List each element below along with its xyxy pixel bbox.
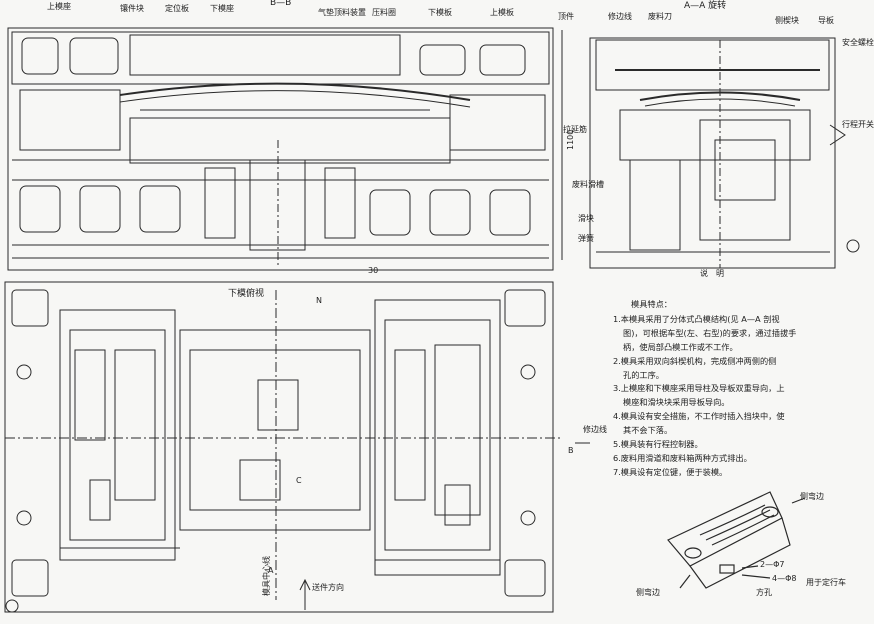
lower-die-plan-view: [4, 281, 590, 613]
label-hole-2: 4—Φ8: [772, 574, 797, 583]
label-upper-block: 镶件块: [120, 4, 144, 13]
label-center-line: 模具中心线: [262, 556, 271, 596]
label-arrow-b: B: [568, 446, 574, 455]
label-travel-switch: 行程开关: [842, 120, 874, 129]
label-spring: 弹簧: [578, 234, 594, 243]
label-lower-die: 下模板: [428, 8, 452, 17]
note-line: 6.废料用滑道和废料箱两种方式排出。: [613, 452, 752, 463]
note-line: 3.上模座和下模座采用导柱及导板双重导向，上: [613, 383, 785, 394]
label-feed-direction: 送件方向: [312, 583, 344, 592]
note-line: 5.模具装有行程控制器。: [613, 439, 703, 450]
label-trim-line: 修边线: [583, 425, 607, 434]
label-safety-bolt: 安全螺栓: [842, 38, 874, 47]
label-description: 说 明: [700, 269, 724, 278]
label-section-aa: A—A 旋转: [684, 1, 727, 11]
label-side-wedge: 侧楔块: [775, 16, 799, 25]
note-line: 其不会下落。: [623, 425, 673, 436]
note-line: 1.本模具采用了分体式凸模结构(见 A—A 剖视: [613, 313, 780, 324]
label-upper-die-seat: 上模座: [47, 2, 71, 11]
notes-heading: 模具特点：: [631, 299, 672, 309]
label-ejector: 顶件: [558, 12, 574, 21]
plan-view-title: 下模俯视: [228, 289, 265, 299]
label-square-hole: 方孔: [756, 588, 772, 597]
label-draw-bead: 拉延筋: [563, 125, 587, 134]
part-sketch: [667, 491, 806, 589]
bb-section-view: [7, 27, 563, 271]
note-line: 7.模具设有定位键，便于装模。: [613, 466, 728, 477]
label-locating-plate: 定位板: [165, 4, 189, 13]
label-lower-die-seat: 下模座: [210, 4, 234, 13]
note-line: 柄，使局部凸模工作或不工作。: [623, 341, 738, 352]
note-line: 4.模具设有安全措施，不工作时插入挡块中，使: [613, 411, 785, 422]
label-scrap-cutter: 废料刀: [648, 12, 672, 21]
note-line: 模座和滑块块采用导板导向。: [623, 397, 730, 408]
label-slider: 滑块: [578, 214, 594, 223]
label-gas-cushion-pin: 气垫顶料装置: [318, 8, 366, 17]
design-notes: 模具特点： 1.本模具采用了分体式凸模结构(见 A—A 剖视 图)，可根据车型(…: [613, 298, 863, 480]
label-upper-die: 上模板: [490, 8, 514, 17]
label-height: 1100: [566, 129, 575, 150]
note-line: 2.模具采用双向斜楔机构，完成侧冲两侧的侧: [613, 355, 777, 366]
note-line: 孔的工序。: [623, 369, 664, 380]
label-arrow-a-bottom: A: [268, 566, 274, 575]
aa-section-view: [589, 37, 860, 269]
label-side-edge-bottom: 侧弯边: [636, 588, 660, 597]
label-trim-edge: 修边线: [608, 12, 632, 21]
label-press-ring: 压料圈: [372, 8, 396, 17]
label-positioning: 用于定行车: [806, 578, 846, 587]
label-mark-c: C: [296, 476, 302, 485]
label-hole-1: 2—Φ7: [760, 560, 785, 569]
note-line: 图)，可根据车型(左、右型)的要求，通过插拔手: [623, 327, 797, 338]
label-dim-30: 30: [368, 266, 379, 275]
label-section-bb: B—B: [270, 0, 292, 8]
label-scrap-slide: 废料滑槽: [572, 180, 604, 189]
label-side-edge-top: 侧弯边: [800, 492, 824, 501]
label-mark-n: N: [316, 296, 322, 305]
label-guide: 导板: [818, 16, 834, 25]
